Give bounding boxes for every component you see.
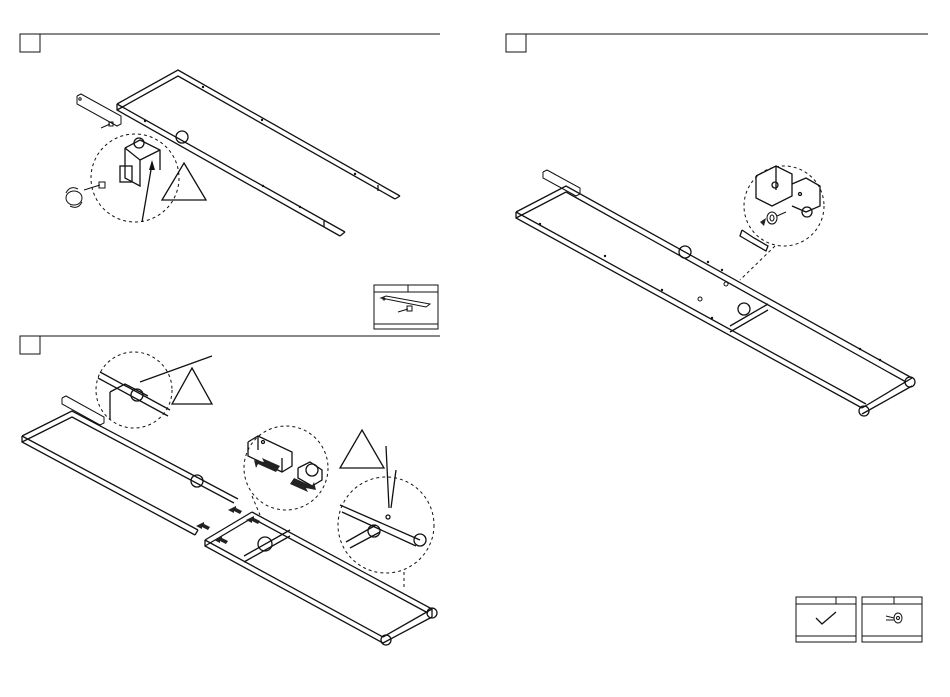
step-3-detail-joint xyxy=(756,166,820,217)
warning-triangle-icon xyxy=(340,430,384,468)
step-1-panel xyxy=(20,34,440,329)
step-3-bolt-with-washer xyxy=(767,212,786,224)
step-2-detail-circle-middle xyxy=(244,426,328,510)
step-1-bracket-bar xyxy=(77,94,121,126)
step-3-small-bolts xyxy=(698,282,728,301)
step-1-number-box xyxy=(20,34,40,52)
step-1-frame-holes xyxy=(144,86,356,208)
step-2-pointer-line xyxy=(140,356,212,382)
step-1-detail-circle xyxy=(91,134,179,222)
bracket-screw-icon xyxy=(381,296,430,312)
parts-box-allen-key xyxy=(796,597,856,642)
step-1-pointer-arrowhead xyxy=(149,160,155,170)
step-2-detail-joint xyxy=(248,436,322,486)
step-3-frame-holes xyxy=(539,223,881,361)
allen-key-icon xyxy=(816,612,836,624)
step-2-detail-tube-right xyxy=(340,505,426,548)
warning-triangle-icon xyxy=(162,163,206,200)
step-2-left-frame xyxy=(22,411,238,535)
step-1-detail-tube xyxy=(120,138,160,186)
step-1-pointer-arrow xyxy=(142,164,152,222)
step-3-bracket xyxy=(543,170,580,196)
parts-box-bolt xyxy=(862,597,922,642)
step-3-dash-connector xyxy=(740,246,775,280)
bolt-icon xyxy=(886,613,902,623)
warning-triangle-icon xyxy=(172,368,212,404)
step-2-panel xyxy=(20,336,440,645)
step-3-panel xyxy=(506,34,928,642)
step-3-number-box xyxy=(506,34,526,52)
step-3-frame xyxy=(516,186,915,416)
step-3-rotation-arrow xyxy=(760,218,766,226)
parts-box-bracket-screw xyxy=(374,285,438,329)
step-2-detail-tube-left xyxy=(98,372,170,420)
step-2-small-arrows xyxy=(196,506,260,544)
step-2-number-box xyxy=(20,336,40,354)
